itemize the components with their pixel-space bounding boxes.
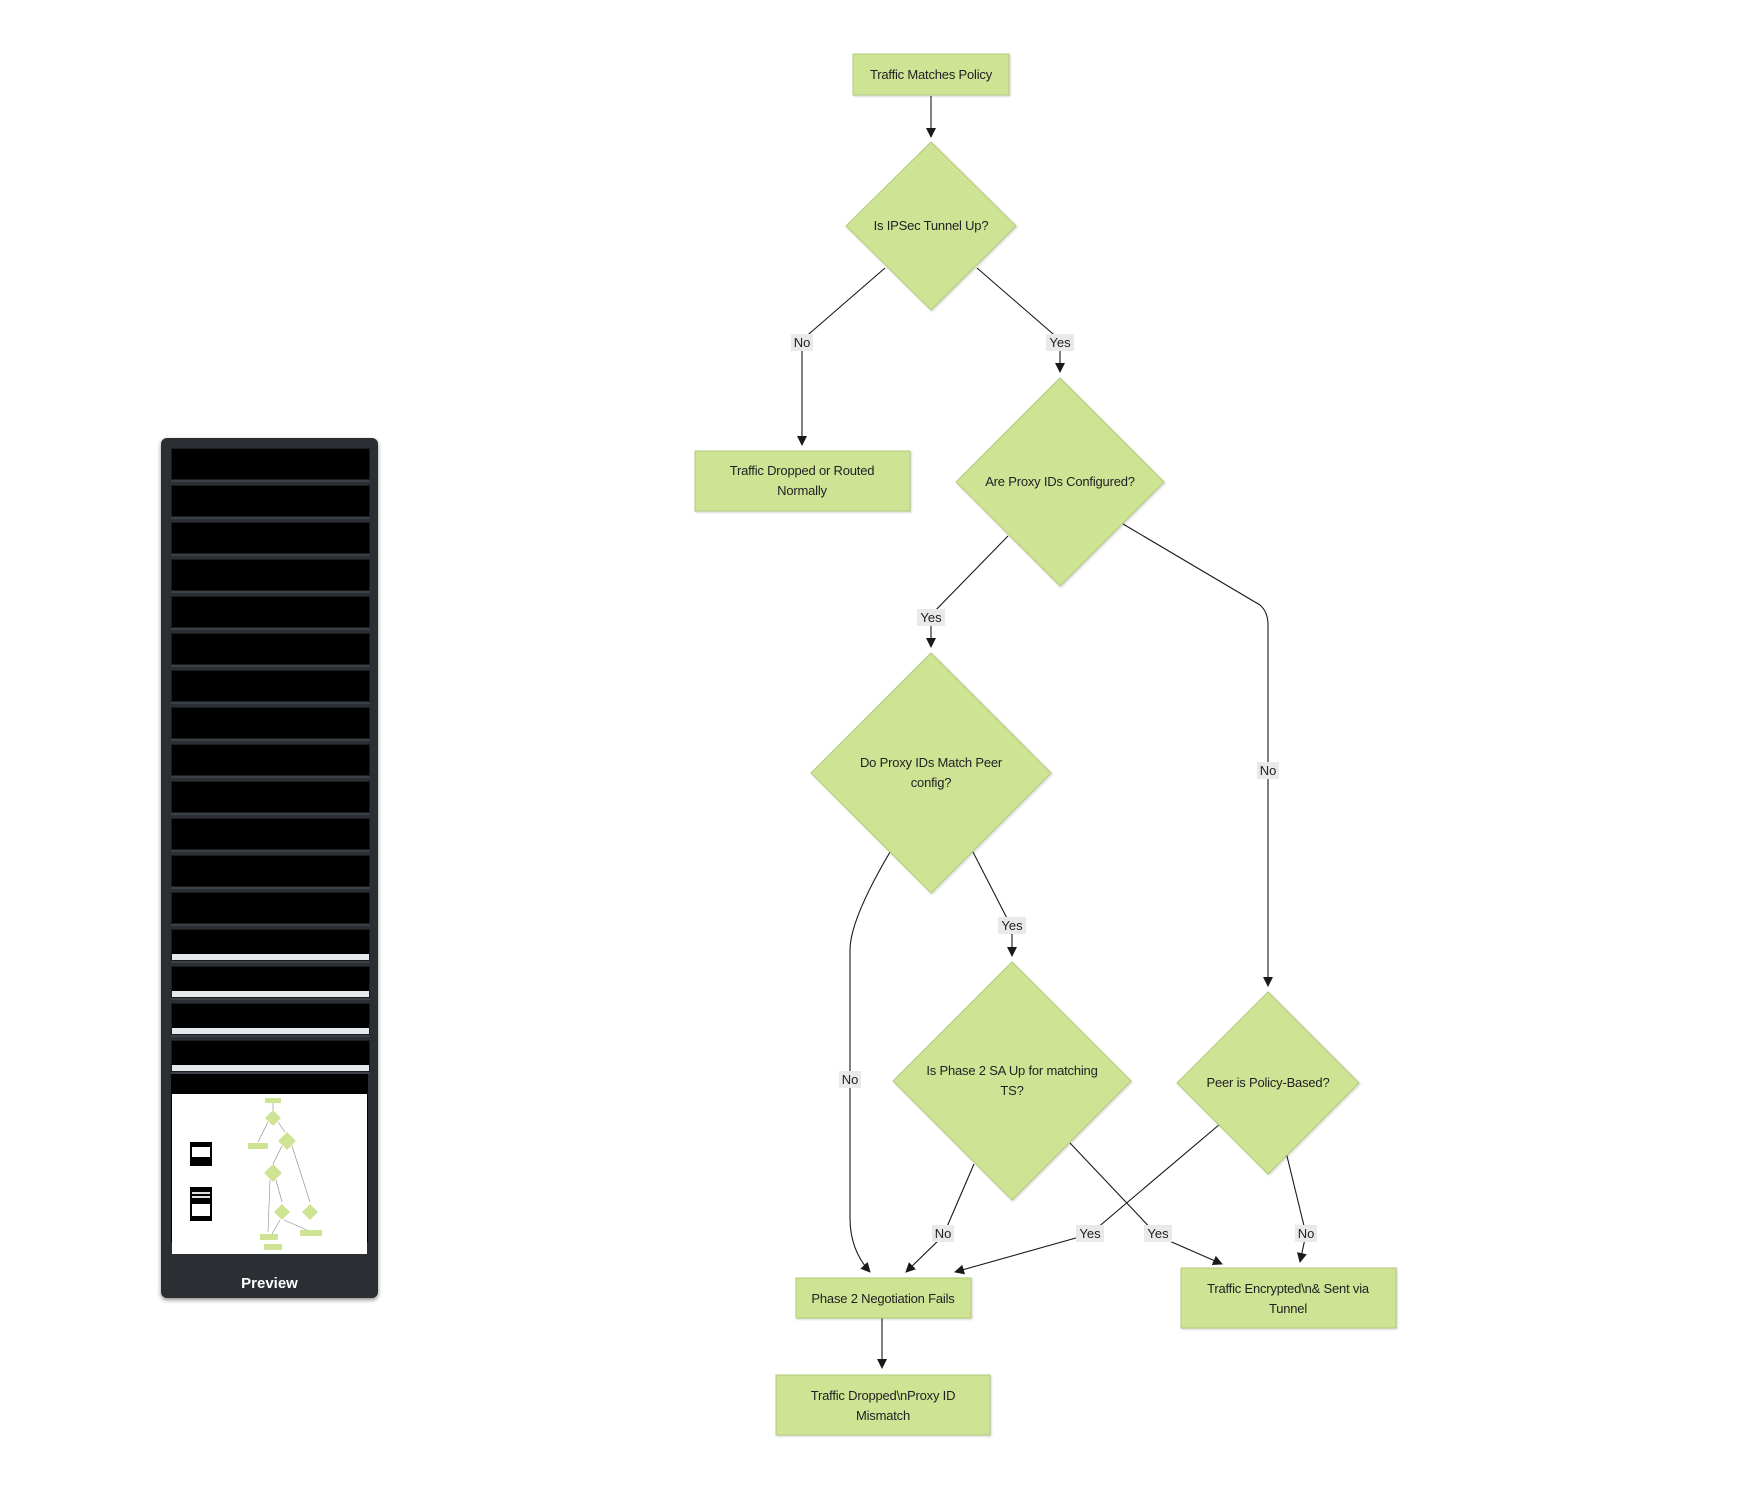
preview-slide[interactable] (171, 707, 370, 739)
edge-label-proxy-no: No (1257, 762, 1279, 779)
node-traffic-dropped-or-routed[interactable] (694, 450, 911, 512)
node-do-proxy-ids-match[interactable] (810, 652, 1052, 894)
preview-slide[interactable] (171, 929, 370, 961)
node-label-proxy-configured: Are Proxy IDs Configured? (985, 474, 1135, 489)
preview-thumbnail-diagram (190, 1098, 322, 1250)
svg-text:No: No (842, 1072, 859, 1087)
node-traffic-matches-policy[interactable] (852, 53, 1010, 96)
edge-label-tunnel-no: No (791, 334, 813, 351)
edge-match-yes (972, 851, 1017, 957)
node-label-mismatch-2: Mismatch (856, 1408, 910, 1423)
edge-tunnel-no (797, 267, 886, 446)
edge-label-proxy-yes: Yes (917, 609, 945, 626)
edge-tunnel-yes (976, 267, 1065, 373)
node-is-ipsec-tunnel-up[interactable] (845, 141, 1017, 311)
edge-label-match-no: No (839, 1071, 861, 1088)
svg-text:No: No (1298, 1226, 1315, 1241)
edge-label-peer-no: No (1295, 1225, 1317, 1242)
node-is-phase2-sa-up[interactable] (892, 961, 1132, 1201)
preview-current-slide[interactable] (171, 1074, 368, 1254)
node-label-tunnel-up: Is IPSec Tunnel Up? (874, 218, 989, 233)
node-label-peer-policy: Peer is Policy-Based? (1207, 1075, 1330, 1090)
node-label-proxy-match-1: Do Proxy IDs Match Peer (860, 755, 1003, 770)
preview-slide[interactable] (171, 892, 370, 924)
svg-text:Yes: Yes (1001, 918, 1023, 933)
node-label-phase2-up-2: TS? (1000, 1083, 1023, 1098)
svg-text:No: No (935, 1226, 952, 1241)
node-are-proxy-ids-configured[interactable] (955, 377, 1165, 587)
edge-label-tunnel-yes: Yes (1046, 334, 1074, 351)
preview-panel[interactable]: Preview (161, 438, 378, 1298)
node-label-mismatch-1: Traffic Dropped\nProxy ID (811, 1388, 956, 1403)
preview-slide[interactable] (171, 855, 370, 887)
preview-slide[interactable] (171, 522, 370, 554)
node-label-phase2-fails: Phase 2 Negotiation Fails (811, 1291, 955, 1306)
edge-match-no (849, 851, 891, 1273)
preview-slide[interactable] (171, 559, 370, 591)
svg-text:Yes: Yes (1079, 1226, 1101, 1241)
preview-slide[interactable] (171, 633, 370, 665)
svg-text:No: No (794, 335, 811, 350)
edge-phase2-no (905, 1163, 975, 1273)
node-label-dropped-routed-2: Normally (777, 483, 827, 498)
preview-slide[interactable] (171, 1040, 370, 1072)
preview-slide[interactable] (171, 448, 370, 480)
edge-label-peer-yes: Yes (1076, 1225, 1104, 1242)
svg-text:Yes: Yes (920, 610, 942, 625)
preview-slide[interactable] (171, 818, 370, 850)
node-label-phase2-up-1: Is Phase 2 SA Up for matching (926, 1063, 1097, 1078)
edge-phase2-yes (1069, 1142, 1223, 1265)
svg-text:Yes: Yes (1049, 335, 1071, 350)
preview-thumbnail (172, 1094, 367, 1254)
preview-slide[interactable] (171, 744, 370, 776)
node-label-dropped-routed-1: Traffic Dropped or Routed (730, 463, 875, 478)
node-label-encrypted-2: Tunnel (1269, 1301, 1307, 1316)
preview-slide[interactable] (171, 966, 370, 998)
node-traffic-dropped-mismatch[interactable] (775, 1374, 991, 1436)
node-peer-is-policy-based[interactable] (1176, 991, 1360, 1175)
node-label-encrypted-1: Traffic Encrypted\n& Sent via (1207, 1281, 1370, 1296)
edge-label-match-yes: Yes (998, 917, 1026, 934)
edge-proxy-no (1122, 523, 1273, 987)
svg-text:No: No (1260, 763, 1277, 778)
preview-slide[interactable] (171, 1003, 370, 1035)
preview-label: Preview (241, 1275, 298, 1292)
preview-slide[interactable] (171, 670, 370, 702)
node-label-start: Traffic Matches Policy (870, 67, 993, 82)
preview-slide[interactable] (171, 781, 370, 813)
node-phase2-negotiation-fails[interactable] (795, 1277, 972, 1319)
node-traffic-encrypted[interactable] (1180, 1267, 1397, 1329)
edge-label-phase2-no: No (932, 1225, 954, 1242)
preview-slide[interactable] (171, 485, 370, 517)
edge-label-phase2-yes: Yes (1144, 1225, 1172, 1242)
preview-slide[interactable] (171, 596, 370, 628)
edge-proxy-yes (926, 535, 1009, 648)
edge-peer-no (1285, 1151, 1307, 1263)
svg-text:Yes: Yes (1147, 1226, 1169, 1241)
node-label-proxy-match-2: config? (911, 775, 952, 790)
